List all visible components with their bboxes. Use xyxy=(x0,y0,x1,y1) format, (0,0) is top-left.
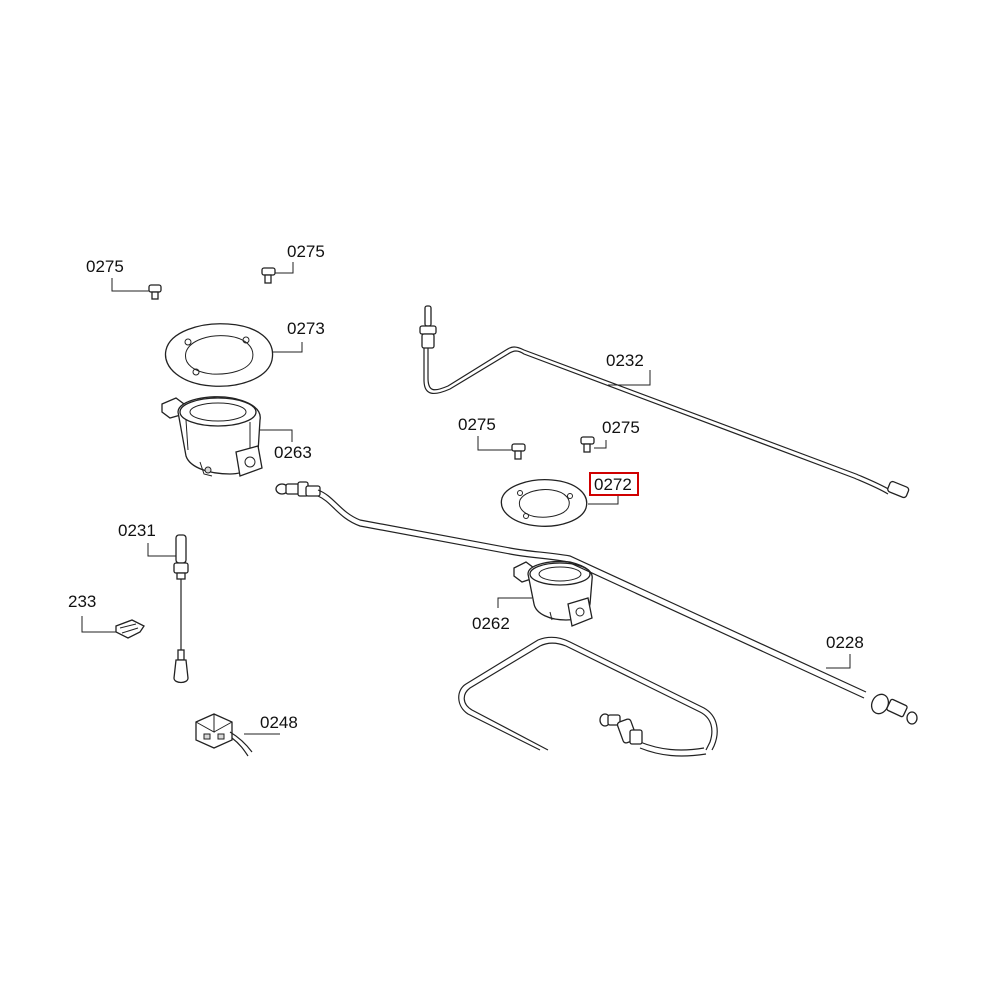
part-thermocouple-long[interactable] xyxy=(419,305,910,499)
part-burner-small[interactable] xyxy=(497,560,593,627)
part-screw-a[interactable] xyxy=(111,278,162,300)
label-screw-d[interactable]: 0275 xyxy=(602,418,640,437)
part-clip[interactable] xyxy=(81,616,145,639)
label-gasket-small[interactable]: 0272 xyxy=(594,475,632,494)
label-burner-small[interactable]: 0262 xyxy=(472,614,510,633)
label-screw-b[interactable]: 0275 xyxy=(287,242,325,261)
part-gas-pipe[interactable] xyxy=(275,481,918,725)
part-gasket-large[interactable] xyxy=(164,323,303,387)
label-thermocouple-long[interactable]: 0232 xyxy=(606,351,644,370)
part-screw-c[interactable] xyxy=(477,436,526,460)
part-screw-d[interactable] xyxy=(580,436,607,453)
label-clip[interactable]: 233 xyxy=(68,592,96,611)
label-screw-a[interactable]: 0275 xyxy=(86,257,124,276)
label-gas-pipe[interactable]: 0228 xyxy=(826,633,864,652)
part-burner-loop[interactable] xyxy=(458,636,718,757)
label-burner-large[interactable]: 0263 xyxy=(274,443,312,462)
part-gasket-small[interactable] xyxy=(500,479,619,527)
part-connector[interactable] xyxy=(195,713,280,757)
part-burner-large[interactable] xyxy=(161,396,293,477)
label-connector[interactable]: 0248 xyxy=(260,713,298,732)
label-screw-c[interactable]: 0275 xyxy=(458,415,496,434)
part-screw-b[interactable] xyxy=(261,262,294,284)
label-gasket-large[interactable]: 0273 xyxy=(287,319,325,338)
highlight-box xyxy=(589,472,639,496)
label-thermocouple-short[interactable]: 0231 xyxy=(118,521,156,540)
part-thermocouple-short[interactable] xyxy=(147,534,189,684)
